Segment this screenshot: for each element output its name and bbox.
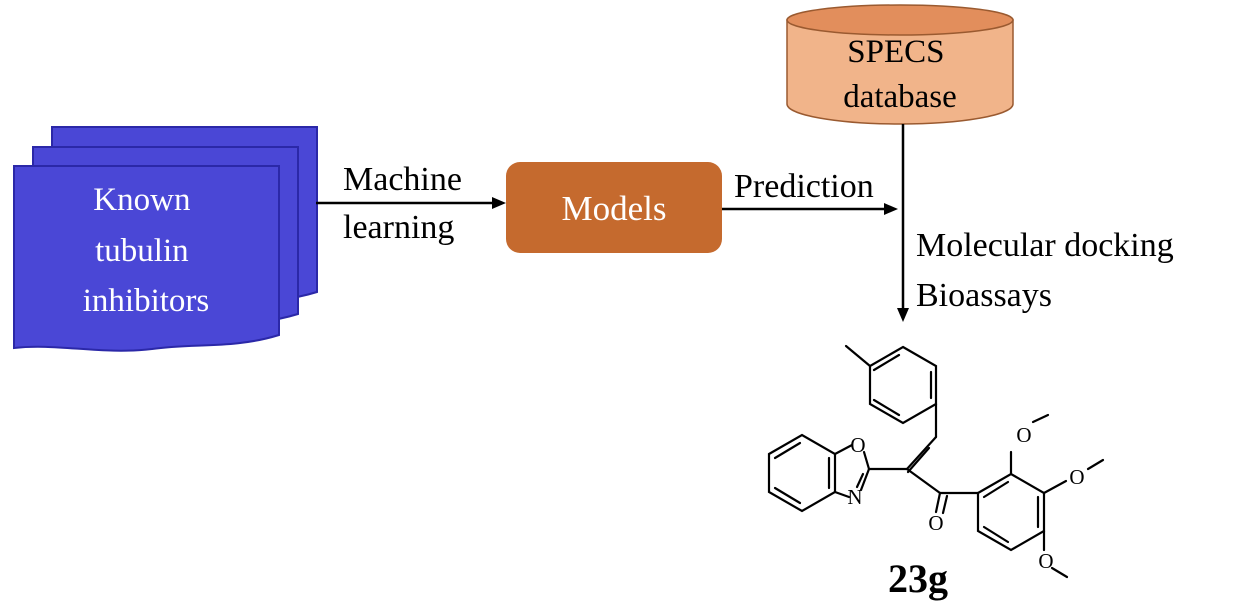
- docking-bioassay-label: Molecular docking Bioassays: [916, 227, 1182, 314]
- ketone-oxygen-label: O: [928, 511, 943, 535]
- compound-label: 23g: [888, 556, 948, 601]
- oxazole-oxygen-label: O: [850, 433, 865, 457]
- benzoxazole-ring: [767, 433, 871, 513]
- cylinder-top: [786, 4, 1014, 36]
- prediction-label: Prediction: [734, 168, 874, 205]
- machine-learning-label: Machine learning: [343, 161, 470, 246]
- docking-bioassay-arrow: Molecular docking Bioassays: [897, 124, 1182, 322]
- oxazole-nitrogen-label: N: [847, 485, 862, 509]
- models-label: Models: [562, 189, 667, 228]
- ketone-group: [934, 491, 980, 515]
- prediction-arrow: Prediction: [722, 168, 898, 215]
- methoxy-oxygen-1-label: O: [1016, 423, 1031, 447]
- trimethoxyphenyl-ring: [976, 413, 1105, 579]
- methoxy-oxygen-2-label: O: [1069, 465, 1084, 489]
- compound-23g-structure: [767, 344, 1105, 579]
- models-box: Models: [506, 162, 722, 253]
- alkene-to-carbonyl-bond: [905, 467, 942, 495]
- atom-labels: O N O O O O: [847, 423, 1084, 573]
- document-front: [13, 165, 280, 352]
- known-inhibitors-document-stack: Known tubulin inhibitors: [13, 126, 318, 352]
- cylinder-body: [786, 19, 1014, 125]
- specs-database-label: SPECS database: [843, 34, 957, 115]
- alkene-double-bond: [905, 435, 938, 474]
- machine-learning-arrow: Machine learning: [316, 161, 506, 246]
- methoxy-oxygen-3-label: O: [1038, 549, 1053, 573]
- tolyl-ring: [844, 344, 938, 425]
- specs-database-cylinder: SPECS database: [786, 4, 1014, 125]
- known-inhibitors-label: Known tubulin inhibitors: [83, 182, 210, 319]
